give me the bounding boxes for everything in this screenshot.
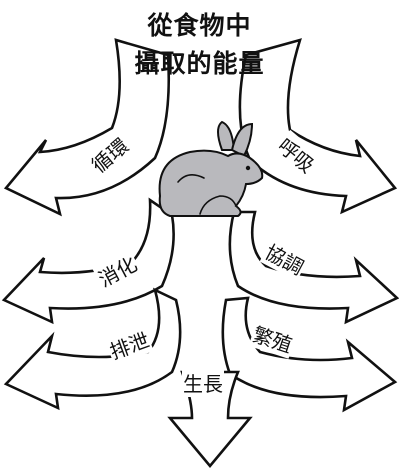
title-line-1: 從食物中 xyxy=(147,11,252,40)
arrow-respiration xyxy=(238,38,398,215)
arrow-circulation xyxy=(3,38,171,217)
rabbit-body xyxy=(158,149,264,217)
arrow-coordination xyxy=(228,210,399,325)
rabbit-leg-line xyxy=(199,195,237,215)
rabbit-illustration xyxy=(158,120,264,217)
title-line-2: 攝取的能量 xyxy=(134,49,265,78)
rabbit-ear-front xyxy=(230,122,254,158)
rabbit-haunch-line xyxy=(177,174,205,183)
rabbit-ear-back xyxy=(217,120,236,151)
label-growth: 生長 xyxy=(182,368,224,397)
arrow-reproduction xyxy=(221,296,398,413)
arrow-digestion xyxy=(1,197,175,325)
rabbit-eye-icon xyxy=(245,165,251,171)
